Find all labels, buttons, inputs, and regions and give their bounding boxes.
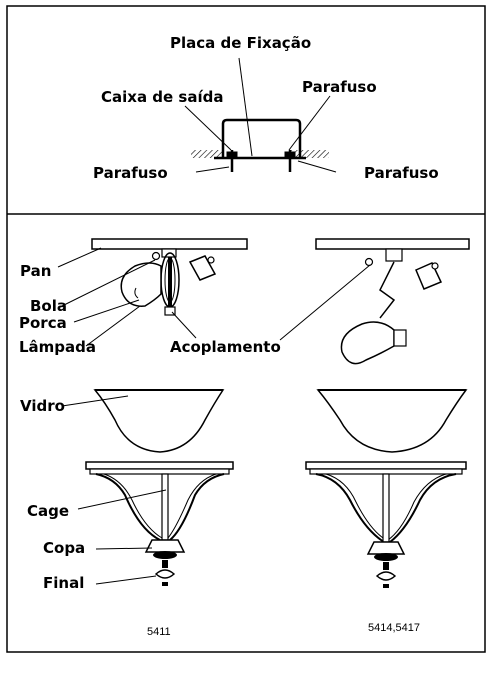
outer-border [6,5,486,653]
glass-right [316,389,468,453]
bottom-leaders [57,247,371,585]
label-glass: Vidro [20,397,65,415]
label-pan: Pan [20,262,52,280]
glass-left [93,389,225,453]
model-number-left: 5411 [147,626,171,638]
label-mounting-plate: Placa de Fixação [170,34,312,52]
label-screw-top: Parafuso [302,78,377,96]
fixture-left [85,238,248,586]
screw-head-left [226,151,238,159]
ceiling-hatch-left [191,150,223,158]
label-bulb: Lâmpada [19,338,97,356]
label-ball: Bola [30,297,68,315]
label-screw-left: Parafuso [93,164,168,182]
screw-head-right [284,151,296,159]
label-cage: Cage [27,502,70,520]
label-cup: Copa [43,539,86,557]
mounting-drawing [184,57,337,173]
label-outlet-box: Caixa de saída [101,88,224,106]
outlet-box [221,118,302,158]
model-number-right: 5414,5417 [368,622,420,634]
label-coupling: Acoplamento [170,338,281,356]
fixture-right [305,238,470,588]
label-nut: Porca [19,314,67,332]
ceiling-hatch-right [291,150,329,158]
label-finial: Final [43,574,85,592]
pan-right [315,238,470,250]
pan-left [91,238,248,250]
label-screw-right: Parafuso [364,164,439,182]
